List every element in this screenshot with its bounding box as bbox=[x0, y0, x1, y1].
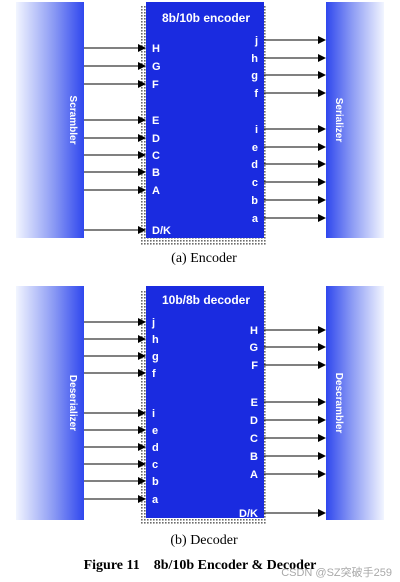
decoder-title: 10b/8b decoder bbox=[162, 293, 250, 307]
decoder-output-label-h: H bbox=[250, 325, 258, 337]
decoder-input-label-g: g bbox=[152, 351, 159, 363]
decoder-input-label-f: f bbox=[152, 368, 156, 380]
encoder-input-label-f: F bbox=[152, 79, 159, 91]
encoder-output-label-j: j bbox=[254, 35, 258, 47]
deserializer-label: Deserializer bbox=[67, 375, 78, 431]
scrambler-label: Scrambler bbox=[67, 96, 78, 145]
watermark: CSDN @SZ突破手259 bbox=[281, 565, 392, 579]
encoder-input-label-c: C bbox=[152, 150, 160, 162]
encoder-output-label-i: i bbox=[255, 124, 258, 136]
encoder-output-label-b: b bbox=[251, 195, 258, 207]
encoder-input-label-h: H bbox=[152, 43, 160, 55]
encoder-output-label-c: c bbox=[252, 177, 258, 189]
deserializer-block bbox=[16, 286, 84, 520]
decoder-caption: (b) Decoder bbox=[170, 533, 238, 548]
serializer-block bbox=[326, 2, 384, 238]
descrambler-label: Descrambler bbox=[333, 373, 344, 434]
decoder-output-label-d-k: D/K bbox=[239, 508, 258, 520]
decoder-output-label-b: B bbox=[250, 451, 258, 463]
encoder-caption: (a) Encoder bbox=[171, 251, 237, 266]
decoder-input-label-e: e bbox=[152, 425, 158, 437]
encoder-input-label-b: B bbox=[152, 167, 160, 179]
decoder-output-label-a: A bbox=[250, 469, 258, 481]
encoder-title: 8b/10b encoder bbox=[162, 11, 250, 25]
decoder-output-label-f: F bbox=[251, 360, 258, 372]
decoder-input-label-j: j bbox=[151, 317, 155, 329]
encoder-input-label-d: D bbox=[152, 133, 160, 145]
decoder-input-label-d: d bbox=[152, 442, 159, 454]
decoder-input-label-h: h bbox=[152, 334, 159, 346]
decoder-input-label-a: a bbox=[152, 494, 159, 506]
scrambler-block bbox=[16, 2, 84, 238]
decoder-diagram: Deserializer Descrambler 10b/8b decoder … bbox=[16, 286, 384, 548]
decoder-box bbox=[146, 286, 264, 518]
decoder-input-label-i: i bbox=[152, 408, 155, 420]
decoder-input-label-b: b bbox=[152, 476, 159, 488]
encoder-box bbox=[146, 2, 264, 238]
decoder-output-label-d: D bbox=[250, 415, 258, 427]
figure-caption: Figure 11 8b/10b Encoder & Decoder bbox=[84, 558, 317, 573]
encoder-input-label-e: E bbox=[152, 115, 159, 127]
encoder-output-label-d: d bbox=[251, 159, 258, 171]
encoder-output-label-f: f bbox=[254, 88, 258, 100]
encoder-output-label-g: g bbox=[251, 70, 258, 82]
decoder-output-label-e: E bbox=[251, 397, 258, 409]
serializer-label: Serializer bbox=[333, 98, 344, 143]
encoder-input-label-d-k: D/K bbox=[152, 225, 171, 237]
encoder-diagram: Scrambler Serializer 8b/10b encoder HGF E… bbox=[16, 2, 384, 266]
encoder-output-label-e: e bbox=[252, 142, 258, 154]
descrambler-block bbox=[326, 286, 384, 520]
decoder-output-label-g: G bbox=[249, 342, 258, 354]
encoder-output-label-a: a bbox=[252, 213, 259, 225]
decoder-input-label-c: c bbox=[152, 459, 158, 471]
encoder-input-label-a: A bbox=[152, 185, 160, 197]
encoder-input-label-g: G bbox=[152, 61, 161, 73]
decoder-output-label-c: C bbox=[250, 433, 258, 445]
encoder-output-label-h: h bbox=[251, 53, 258, 65]
